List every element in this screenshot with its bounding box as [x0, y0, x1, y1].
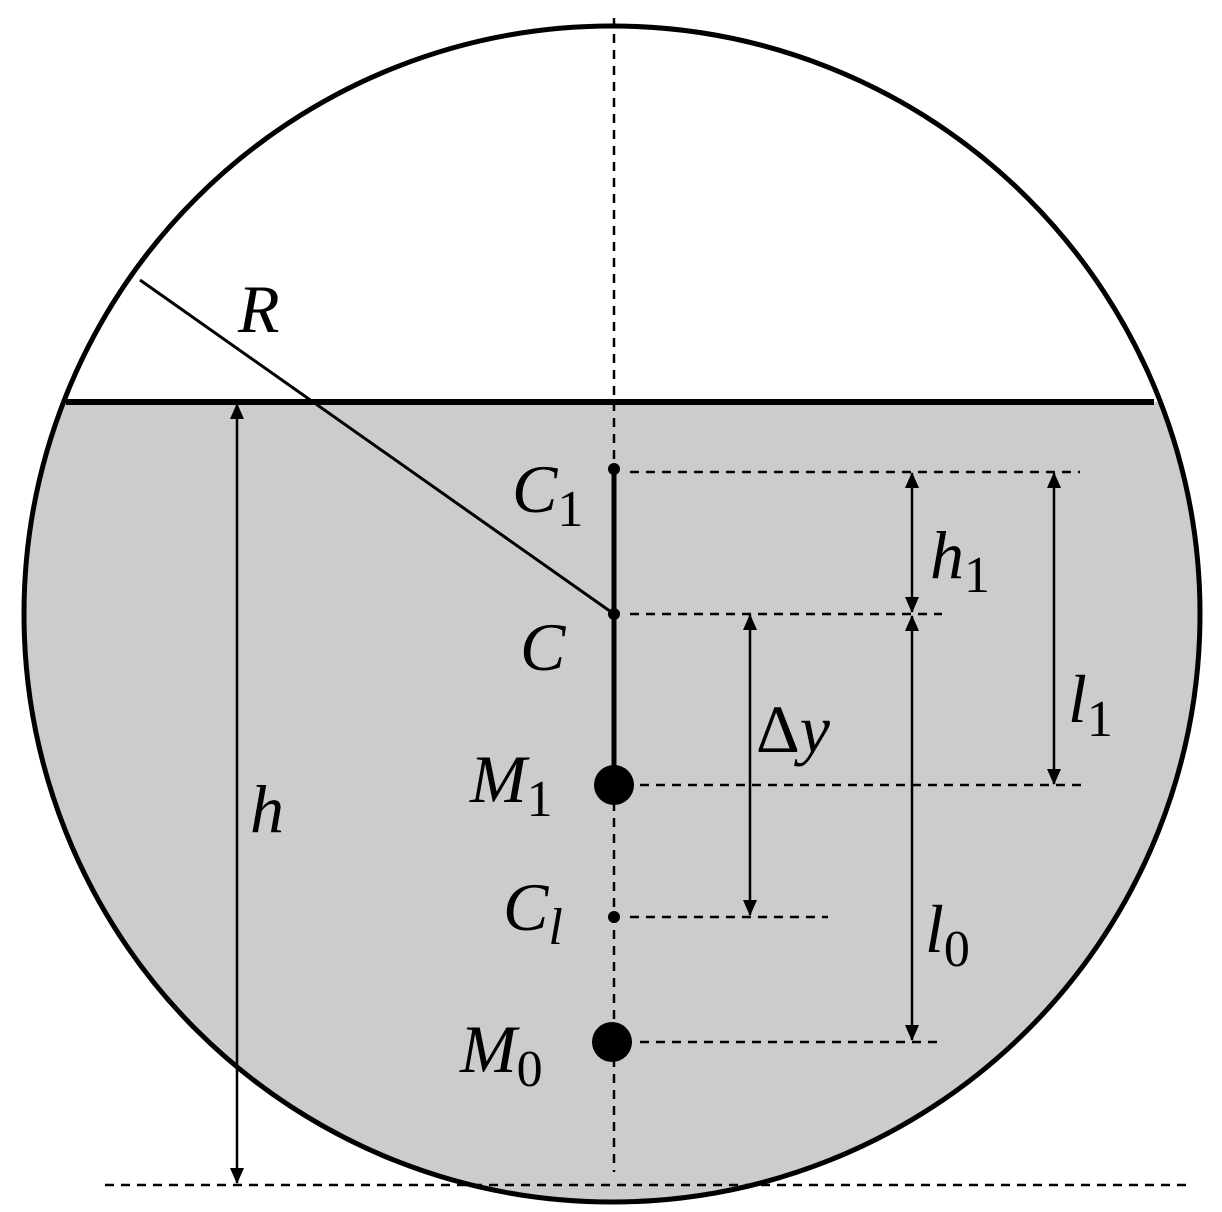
point-c	[608, 608, 620, 620]
label-l0: l0	[925, 891, 970, 978]
label-m0: M0	[459, 1011, 543, 1098]
point-m1	[594, 765, 634, 805]
label-l1: l1	[1068, 661, 1113, 748]
tank-outline	[21, 23, 1203, 1205]
point-c1	[608, 463, 620, 475]
label-cl: Cl	[503, 869, 563, 956]
label-r: R	[237, 271, 280, 347]
label-delta-y: Δy	[756, 691, 831, 767]
label-c1: C1	[512, 451, 583, 538]
label-c: C	[520, 609, 566, 685]
radius-line	[139, 278, 615, 616]
point-cl	[608, 911, 620, 923]
label-m1: M1	[469, 741, 553, 828]
label-h1: h1	[930, 517, 990, 604]
label-h: h	[250, 771, 284, 847]
point-m0	[592, 1022, 632, 1062]
liquid-region	[24, 402, 1200, 1202]
